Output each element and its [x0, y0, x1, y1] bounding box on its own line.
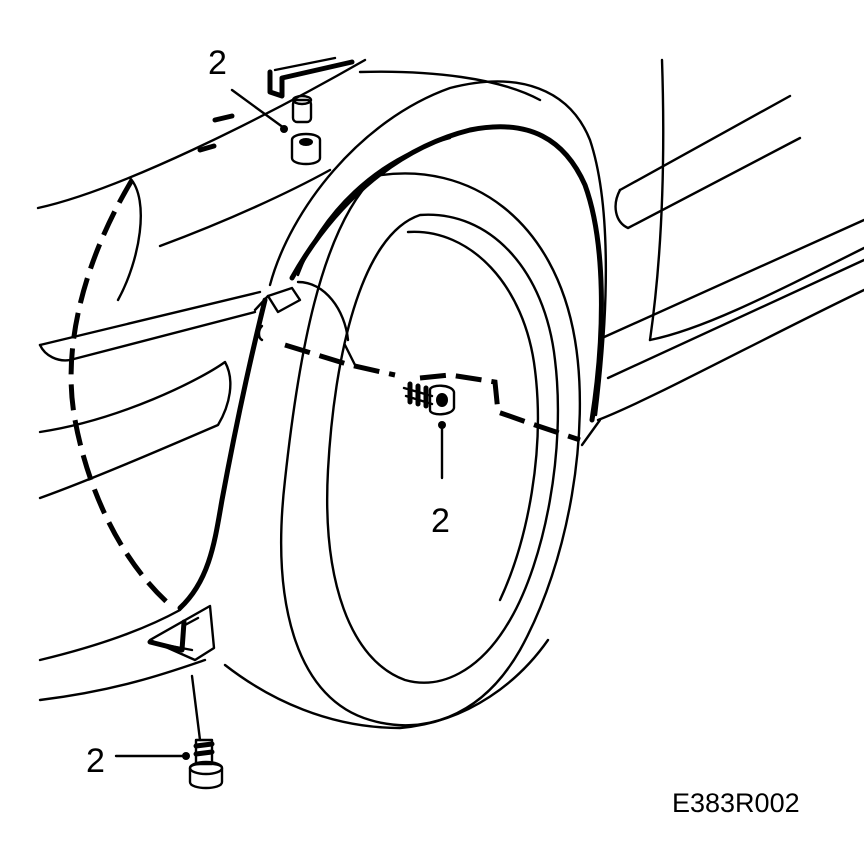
callout-leaders — [114, 88, 446, 760]
figure-reference-code: E383R002 — [672, 788, 800, 818]
wheel — [223, 172, 582, 730]
lower-bolt-icon — [188, 738, 224, 790]
lower-bracket — [147, 604, 216, 662]
callout-label-top: 2 — [208, 44, 227, 82]
callout-label-wheel-bolt: 2 — [431, 502, 450, 540]
top-clip-assembly — [197, 56, 355, 166]
wheel-bolt-icon — [402, 381, 456, 416]
door-panel — [580, 58, 864, 447]
car-body-outline — [36, 58, 367, 702]
liner-inner-edge-dashed — [68, 178, 172, 607]
wheel-arch-liner — [177, 70, 608, 611]
liner-lower-edge-dashed — [284, 342, 581, 443]
callout-label-lower-bolt: 2 — [86, 742, 105, 780]
liner-clip — [343, 343, 357, 367]
